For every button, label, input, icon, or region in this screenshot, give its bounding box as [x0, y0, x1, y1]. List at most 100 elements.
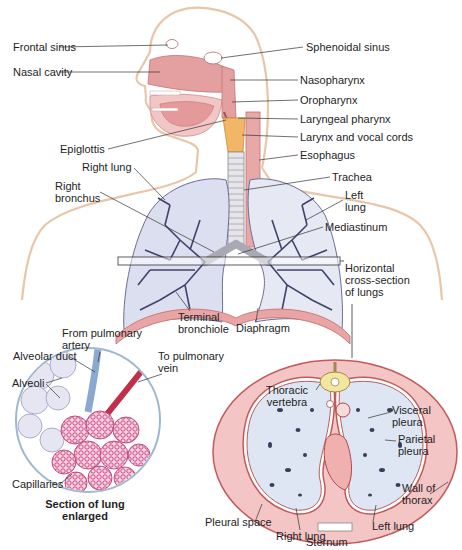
thorax-cross-section-part-part: [277, 408, 283, 412]
part-label: Capillaries: [12, 478, 63, 490]
lung-section-inset-part-part: [65, 472, 87, 494]
lung-section-inset-part: [18, 348, 150, 494]
leader-lines-part: [296, 508, 300, 530]
thorax-cross-section-part-part: [363, 453, 367, 457]
lungs: [124, 179, 343, 330]
part-label: Visceral pleura: [392, 404, 442, 428]
thorax-cross-section-part-part: [296, 428, 301, 432]
leader-lines-part: [368, 412, 391, 418]
leader-lines-part: [256, 308, 258, 322]
part-label: Sternum: [306, 536, 348, 548]
leader-lines-part: [238, 118, 298, 119]
section-band: [118, 257, 352, 358]
head-airway-part: [166, 40, 178, 49]
part-label: Nasal cavity: [13, 66, 72, 78]
lung-section-inset-part-part: [113, 417, 139, 443]
lung-section-inset-part-part: [104, 360, 150, 418]
leader-lines-part: [138, 374, 162, 382]
thorax-cross-section-part-part: [368, 494, 372, 497]
part-label: Pleural space: [205, 516, 272, 528]
leader-lines-part: [259, 155, 298, 160]
leader-lines-part: [306, 200, 343, 220]
leader-lines-part: [232, 100, 298, 102]
part-label: Esophagus: [300, 149, 355, 161]
part-label: Trachea: [332, 171, 372, 183]
lung-section-inset-part-part: [128, 444, 150, 466]
neck-tubes-part: [223, 118, 245, 152]
part-label: Mediastinum: [325, 221, 387, 233]
head-airway-part: [160, 102, 214, 127]
part-label: Larynx and vocal cords: [300, 131, 413, 143]
thorax-cross-section-part-part: [298, 494, 302, 497]
leader-lines-part: [59, 72, 160, 73]
thorax-cross-section-part: [336, 403, 350, 417]
lung-section-inset-part-part: [114, 467, 136, 489]
head-airway-part: [204, 52, 222, 64]
part-label: Nasopharynx: [300, 74, 365, 86]
part-label: Wall of thorax: [402, 482, 452, 506]
leader-lines-part: [46, 378, 62, 398]
part-label: Left lung: [345, 189, 377, 213]
head-airway-part: [152, 108, 178, 111]
lung-section-inset-part-part: [40, 428, 64, 452]
thorax-cross-section-part-part: [270, 483, 275, 487]
lungs-part: [268, 198, 334, 310]
thorax-cross-section-part: [334, 362, 337, 372]
lungs-part: [138, 198, 205, 310]
lung-section-inset-part-part: [74, 441, 102, 469]
leader-lines-part: [60, 45, 168, 47]
leader-lines-part: [244, 177, 330, 190]
thorax-cross-section-part: [268, 408, 402, 497]
thorax-cross-section-part: [327, 401, 334, 408]
part-label: Alveolar duct: [13, 350, 77, 362]
leader-lines-part: [108, 120, 226, 149]
lung-section-inset-part-part: [21, 386, 49, 414]
part-label: Thoracic vertebra: [258, 384, 316, 408]
thorax-cross-section-part: [247, 381, 331, 510]
body-outline: [22, 8, 442, 300]
leader-lines-part: [238, 227, 323, 254]
thorax-cross-section-part-part: [268, 442, 272, 448]
part-label: To pulmonary vein: [158, 350, 230, 374]
leader-lines-part: [176, 292, 190, 311]
lung-section-inset-part-part: [46, 386, 70, 410]
leader-lines-part: [242, 135, 298, 137]
part-label: Parietal pleura: [398, 433, 448, 457]
lung-section-inset-part-part: [86, 411, 114, 439]
part-label: Diaphragm: [236, 322, 290, 334]
lung-section-inset-part-part: [88, 348, 98, 412]
part-label: Laryngeal pharynx: [300, 113, 391, 125]
leader-lines-part: [98, 352, 100, 362]
lung-section-inset: [16, 348, 160, 494]
leader-lines-part: [316, 384, 320, 390]
thorax-cross-section-part-part: [285, 468, 291, 472]
neck-tubes-part: [228, 152, 244, 244]
thorax-cross-section-part-part: [303, 453, 307, 457]
leader-lines-part: [221, 47, 303, 58]
part-label: Alveoli: [12, 377, 44, 389]
head-airway-part: [150, 91, 180, 95]
lung-section-inset-part-part: [88, 466, 112, 490]
inset-caption: Section of lung enlarged: [33, 498, 137, 522]
thorax-cross-section-part: [324, 434, 351, 490]
part-label: Terminal bronchiole: [178, 311, 238, 335]
thorax-cross-section-part: [331, 378, 339, 386]
part-label: Sphenoidal sinus: [306, 41, 390, 53]
thorax-cross-section-part-part: [370, 428, 375, 432]
lung-section-inset-part-part: [61, 416, 89, 444]
lung-section-inset-part-part: [52, 450, 76, 474]
part-label: Oropharynx: [300, 94, 357, 106]
thorax-cross-section-part: [320, 372, 350, 392]
leader-lines-part: [373, 505, 376, 522]
leader-lines-part: [134, 168, 165, 200]
leader-lines-part: [100, 192, 214, 252]
part-label: Left lung: [372, 520, 414, 532]
thorax-cross-section-part-part: [310, 408, 314, 412]
leader-lines-part: [230, 80, 298, 81]
lung-section-inset-part-part: [100, 441, 128, 469]
lung-section-inset-part: [16, 348, 160, 492]
thorax-cross-section-part-part: [379, 468, 385, 472]
part-label: From pulmonary artery: [62, 327, 146, 351]
thorax-cross-section-part-part: [356, 408, 360, 412]
